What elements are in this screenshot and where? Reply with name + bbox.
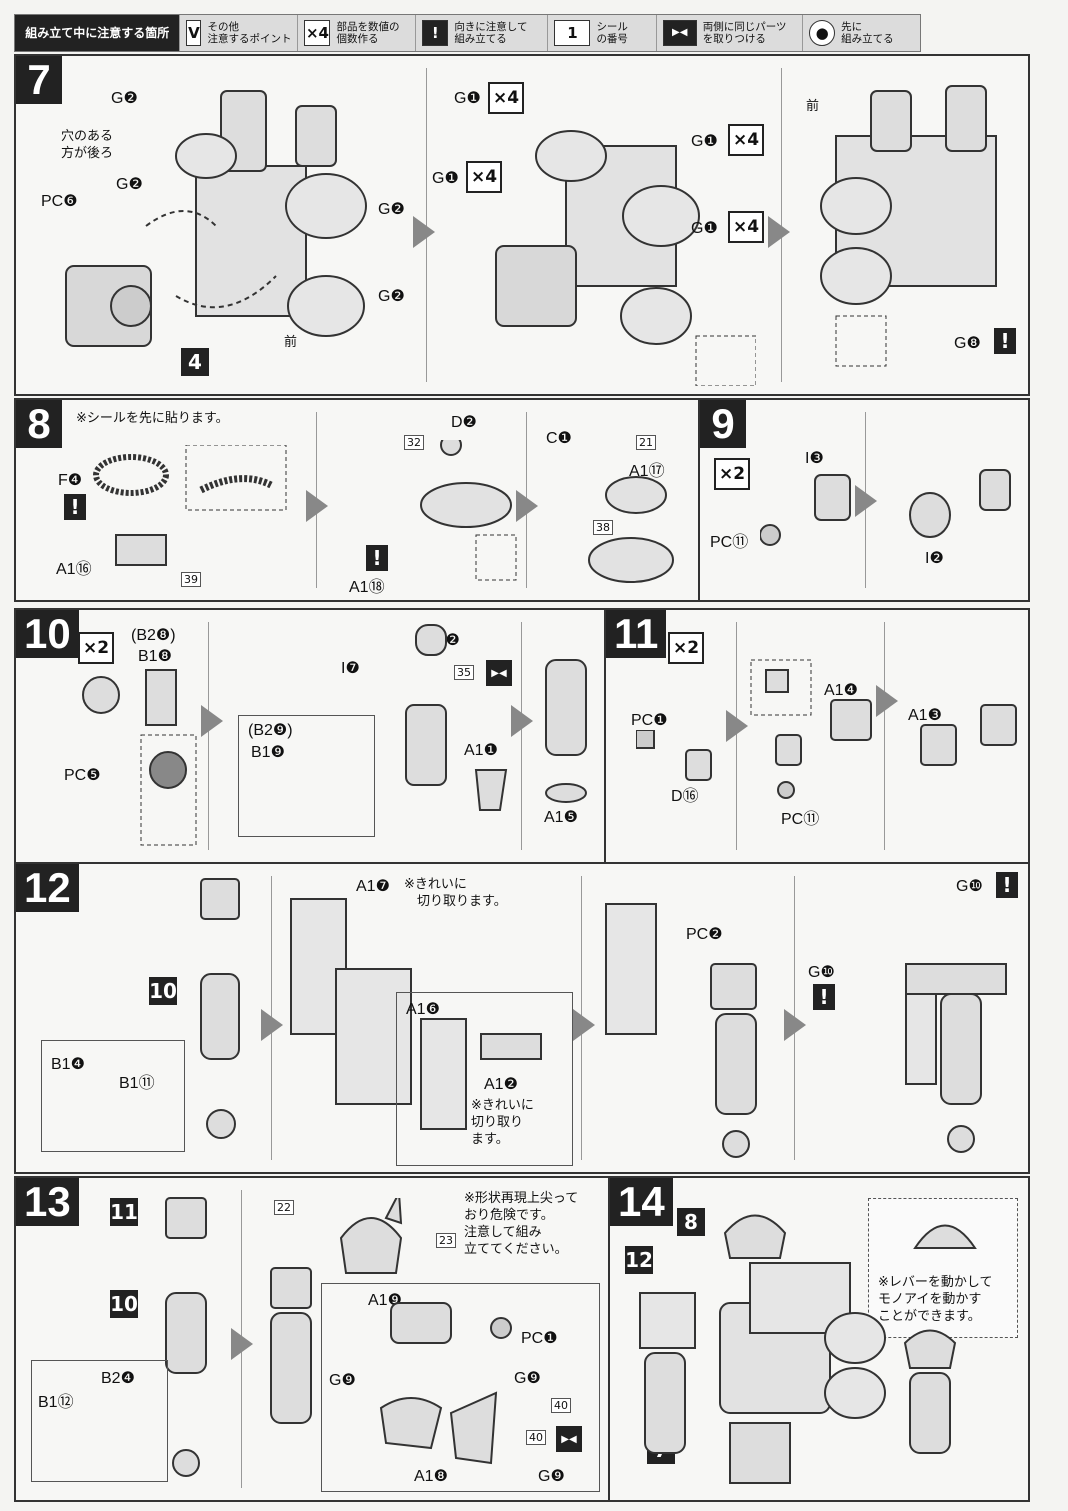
next-arrow — [516, 490, 538, 522]
step-7-panel: 7 G❷ 穴のある 方が後ろ G❷ PC❻ G❷ G❷ 4 前 G❶ ×4 G❶… — [14, 54, 1030, 396]
next-arrow — [726, 710, 748, 742]
backpack-with-thrusters-drawing — [495, 130, 756, 386]
ref-step-10: 10 — [149, 977, 177, 1005]
multiply-badge: ×4 — [488, 82, 524, 114]
arm-with-shield-drawing — [605, 903, 757, 1158]
legend-item-direction: ! 向きに注意して 組み立てる — [416, 15, 549, 51]
step-number: 11 — [606, 610, 667, 658]
arm-assembly-drawing — [165, 1197, 207, 1477]
exclamation-icon: ! — [994, 328, 1016, 354]
sticker-number-icon: 1 — [554, 20, 591, 46]
v-mark-icon: V — [186, 20, 202, 46]
full-body-drawing — [639, 1214, 957, 1484]
step-number: 8 — [16, 400, 62, 448]
next-arrow — [201, 705, 223, 737]
next-arrow — [261, 1009, 283, 1041]
multiply-icon: ×4 — [304, 20, 331, 46]
next-arrow — [413, 216, 435, 248]
next-arrow — [306, 490, 328, 522]
step-number: 14 — [610, 1178, 673, 1226]
backpack-complete-drawing — [820, 85, 997, 367]
ref-step-4: 4 — [181, 348, 209, 376]
next-arrow — [784, 1009, 806, 1041]
multiply-badge: ×4 — [728, 211, 764, 243]
step-11-panel: 11 ×2 PC❶ D⑯ A1❹ PC⑪ A1❸ — [604, 608, 1030, 864]
legend-title: 組み立て中に注意する箇所 — [15, 15, 181, 51]
arm-joint-drawing — [405, 624, 508, 811]
wrist-complete-drawing — [920, 704, 1017, 766]
exclamation-icon: ! — [422, 20, 449, 46]
step-9-panel: 9 ×2 I❸ PC⑪ I❷ — [698, 398, 1030, 602]
sub-assembly-box — [238, 715, 375, 837]
legend-item-other: V その他 注意するポイント — [180, 15, 299, 51]
ref-step-11: 11 — [110, 1198, 138, 1226]
both-sides-icon: ▶◀ — [662, 20, 697, 46]
exclamation-icon: ! — [813, 984, 835, 1010]
ref-step-10: 10 — [110, 1290, 138, 1318]
joint-cap-drawing — [909, 469, 1011, 538]
step-number: 9 — [700, 400, 746, 448]
arm-assembly-drawing — [200, 878, 240, 1139]
next-arrow — [768, 216, 790, 248]
wrist-part-drawing — [750, 659, 872, 799]
forearm-complete-drawing — [545, 659, 587, 803]
sub-assembly-box — [396, 992, 573, 1166]
shield-frame-drawing — [290, 898, 412, 1105]
multiply-badge: ×2 — [714, 458, 750, 490]
step-number: 10 — [16, 610, 79, 658]
multiply-badge: ×4 — [728, 124, 764, 156]
hand-joint-drawing — [636, 730, 712, 781]
next-arrow — [573, 1009, 595, 1041]
forearm-part-drawing — [82, 669, 197, 846]
step-12-panel: 12 10 B1❹ B1⑪ A1❼ ※きれいに 切り取ります。 A1❻ A1❷ … — [14, 862, 1030, 1174]
arm-complete-drawing — [905, 963, 1007, 1153]
next-arrow — [855, 485, 877, 517]
ref-step-8: 8 — [677, 1208, 705, 1236]
backpack-assembly-drawing — [65, 90, 367, 347]
shield-plate-drawing — [420, 1018, 542, 1130]
next-arrow — [876, 685, 898, 717]
hose-body-drawing — [420, 440, 517, 581]
next-arrow — [231, 1328, 253, 1360]
both-sides-icon: ▶◀ — [486, 660, 512, 686]
step-number: 13 — [16, 1178, 79, 1226]
ref-step-12: 12 — [625, 1246, 653, 1274]
monoeye-inset-box — [868, 1198, 1018, 1338]
legend-item-assemble-first: ● 先に 組み立てる — [803, 15, 920, 51]
sub-assembly-box — [321, 1283, 600, 1492]
exclamation-icon: ! — [366, 545, 388, 571]
elbow-joint-drawing — [760, 474, 851, 546]
step-8-panel: 8 ※シールを先に貼ります。 F❹ ! A1⑯ 39 D❷ 32 ! A1⑱ C… — [14, 398, 700, 602]
step-13-panel: 13 11 10 B1⑫ B2❹ 22 ※形状再現上尖って おり危険です。 注意… — [14, 1176, 610, 1502]
legend-item-both-sides: ▶◀ 両側に同じパーツ を取りつける — [657, 15, 804, 51]
multiply-badge: ×2 — [668, 632, 704, 664]
legend-item-multiply: ×4 部品を数値の 個数作る — [298, 15, 417, 51]
both-sides-icon: ▶◀ — [556, 1426, 582, 1452]
multiply-badge: ×4 — [466, 161, 502, 193]
step-14-panel: 14 8 12 7 ※レバーを動かして モノアイを動かす ことができます。 — [608, 1176, 1030, 1502]
shoulder-part-drawing — [588, 476, 674, 583]
multiply-badge: ×2 — [78, 632, 114, 664]
circle-dot-icon: ● — [809, 20, 836, 46]
next-arrow — [511, 705, 533, 737]
hand-subassembly-box — [41, 1040, 185, 1152]
exclamation-icon: ! — [64, 494, 86, 520]
spike-shoulder-drawing — [379, 1302, 512, 1465]
hand-subassembly-box — [31, 1360, 168, 1482]
legend-item-sticker: 1 シール の番号 — [548, 15, 657, 51]
step-number: 7 — [16, 56, 62, 104]
arm-with-spike-drawing — [270, 1198, 403, 1424]
exclamation-icon: ! — [996, 872, 1018, 898]
step-number: 12 — [16, 864, 79, 912]
hose-part-drawing — [93, 445, 287, 566]
legend-bar: 組み立て中に注意する箇所 V その他 注意するポイント ×4 部品を数値の 個数… — [14, 14, 921, 52]
step-10-panel: 10 ×2 (B2❽) B1❽ PC❺ (B2❾) B1❾ C❷ I❼ 35 ▶… — [14, 608, 606, 864]
monoeye-lever-drawing — [913, 1224, 977, 1249]
